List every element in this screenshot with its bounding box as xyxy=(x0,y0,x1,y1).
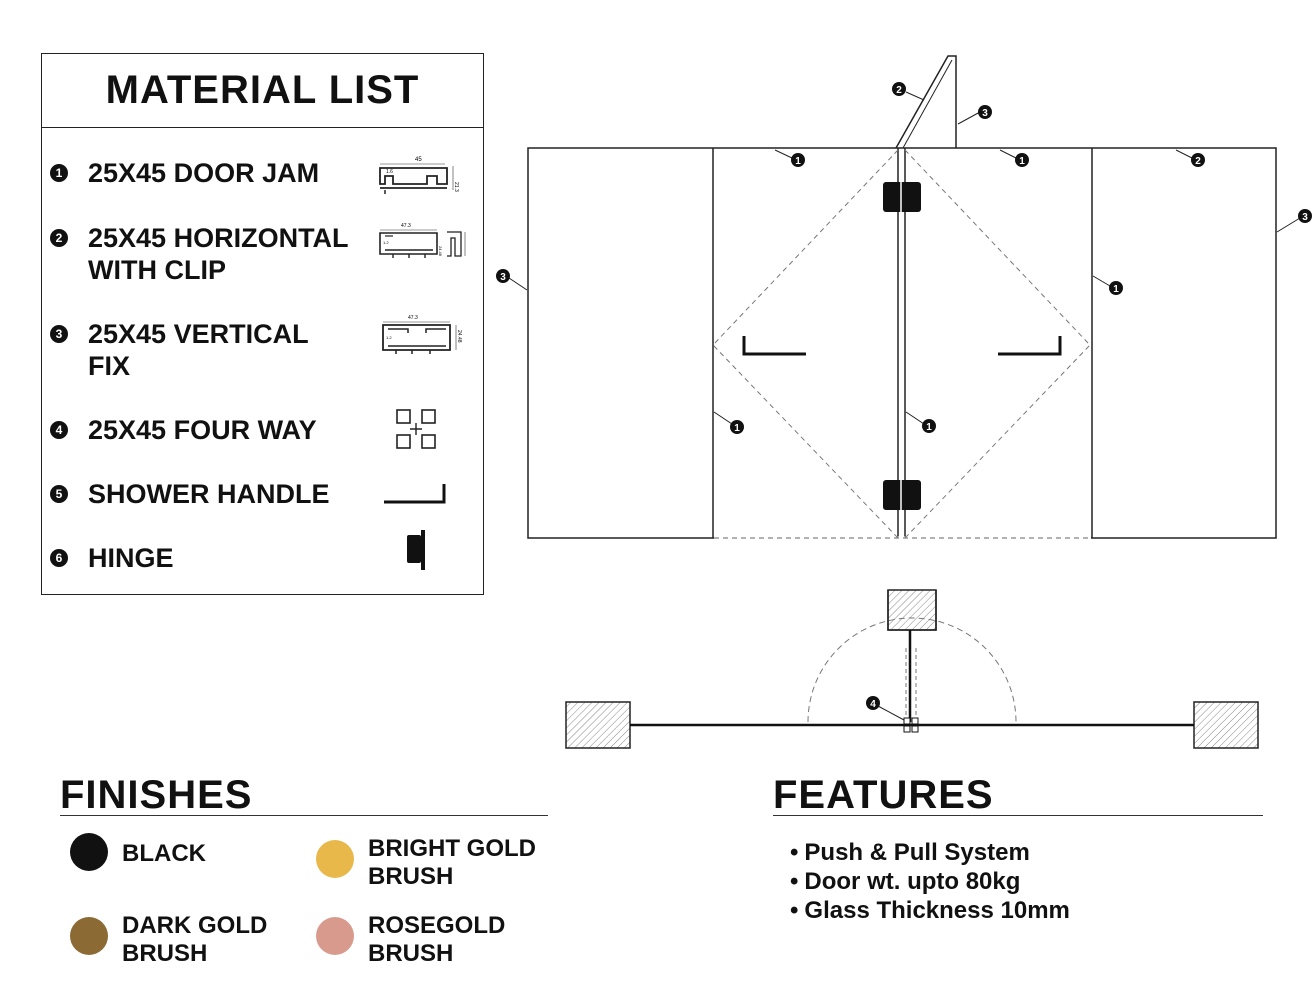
item-number-badge: 6 xyxy=(50,549,68,567)
svg-text:21.3: 21.3 xyxy=(453,182,459,192)
item-number-badge: 1 xyxy=(50,164,68,182)
features-title: FEATURES xyxy=(773,773,994,817)
features-list: Push & Pull System Door wt. upto 80kg Gl… xyxy=(790,838,1070,925)
material-item-label: 25X45 FOUR WAY xyxy=(88,415,317,445)
hinge-icon xyxy=(407,530,425,570)
svg-text:1.2: 1.2 xyxy=(383,240,389,245)
material-list-panel: MATERIAL LIST 1 25X45 DOOR JAM 45 1.6 21… xyxy=(41,53,484,595)
elevation-callouts: 2 3 1 1 2 3 3 1 1 1 xyxy=(496,82,1312,434)
finish-swatch-bright-gold xyxy=(316,840,354,878)
plan-callout-badge xyxy=(866,696,880,710)
svg-text:3: 3 xyxy=(500,272,506,283)
svg-text:45: 45 xyxy=(415,157,422,163)
material-item-label: HINGE xyxy=(88,543,174,573)
four-way-connector-icon xyxy=(396,409,436,449)
shower-handle-icon xyxy=(384,484,446,504)
svg-text:2: 2 xyxy=(1195,156,1201,167)
svg-text:4: 4 xyxy=(870,699,876,710)
svg-text:3: 3 xyxy=(1302,212,1308,223)
feature-item: Push & Pull System xyxy=(790,838,1070,867)
shower-elevation-drawing: 2 3 1 1 2 3 3 1 1 1 xyxy=(496,55,1312,540)
svg-text:1: 1 xyxy=(1019,156,1025,167)
svg-text:1: 1 xyxy=(1113,284,1119,295)
vertical-fix-profile-icon: 47.3 1.2 24.48 xyxy=(382,315,462,354)
svg-text:3: 3 xyxy=(982,108,988,119)
finish-swatch-dark-gold xyxy=(70,917,108,955)
door-jam-profile-icon: 45 1.6 21.3 xyxy=(379,157,459,194)
four-way-connector xyxy=(903,717,919,733)
svg-text:1: 1 xyxy=(926,422,932,433)
svg-text:47.3: 47.3 xyxy=(408,315,418,321)
material-item-label: 25X45 VERTICAL FIX xyxy=(88,319,309,381)
finishes-title: FINISHES xyxy=(60,773,253,817)
item-number-badge: 3 xyxy=(50,325,68,343)
material-item-label: SHOWER HANDLE xyxy=(88,479,330,509)
finish-swatch-rosegold xyxy=(316,917,354,955)
finish-label-black: BLACK xyxy=(122,840,206,867)
svg-text:1: 1 xyxy=(734,423,740,434)
svg-text:1.2: 1.2 xyxy=(386,335,392,340)
finishes-divider xyxy=(60,815,548,816)
feature-item: Glass Thickness 10mm xyxy=(790,896,1069,925)
feature-item: Door wt. upto 80kg xyxy=(790,867,1070,896)
svg-text:47.3: 47.3 xyxy=(401,223,411,229)
item-number-badge: 2 xyxy=(50,229,68,247)
hinge-top xyxy=(883,182,921,212)
svg-text:1.6: 1.6 xyxy=(386,169,393,175)
item-number-badge: 4 xyxy=(50,421,68,439)
finish-swatch-black xyxy=(70,833,108,871)
material-item-label: 25X45 DOOR JAM xyxy=(88,158,320,188)
svg-text:1: 1 xyxy=(795,156,801,167)
item-number-badge: 5 xyxy=(50,485,68,503)
svg-text:24.48: 24.48 xyxy=(438,246,443,257)
material-list-title: MATERIAL LIST xyxy=(42,54,483,128)
hinge-bottom xyxy=(883,480,921,510)
svg-text:2: 2 xyxy=(896,85,902,96)
horizontal-clip-profile-icon: 47.3 1.2 24.48 xyxy=(379,223,466,258)
shower-plan-drawing: 4 xyxy=(565,589,1259,749)
svg-text:24.48: 24.48 xyxy=(456,330,462,343)
material-item-label: 25X45 HORIZONTAL WITH CLIP xyxy=(88,223,349,285)
features-divider xyxy=(773,815,1263,816)
